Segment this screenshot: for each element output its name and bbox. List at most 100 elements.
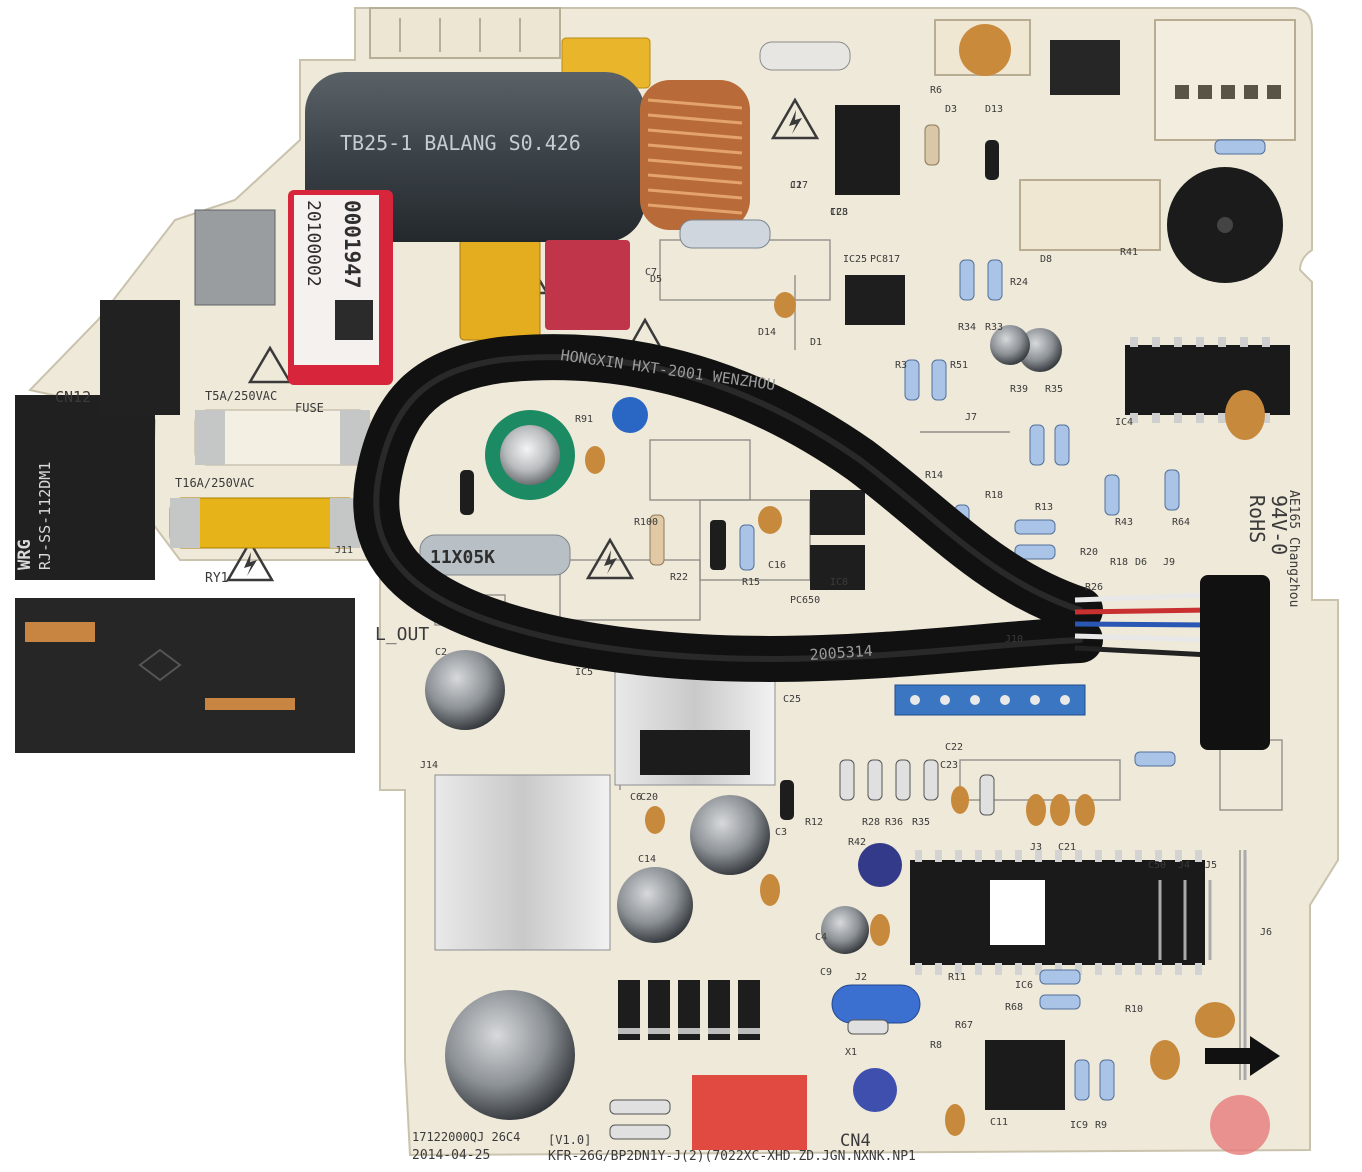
power-resistor-2 (679, 219, 771, 249)
serial-label: 17122000QJ 26C4 (412, 1130, 520, 1144)
fuse1-label: T5A/250VAC (205, 389, 277, 403)
ref-designator: R26 (1085, 582, 1103, 593)
date-code: 2014-04-25 (412, 1148, 490, 1163)
ref-designator: C3 (775, 827, 787, 838)
ref-designator: J5 (1205, 860, 1217, 871)
electrolytic-capacitor (617, 867, 693, 943)
ir-sensor (1050, 40, 1120, 95)
ref-designator: R3 (895, 360, 907, 371)
ref-designator: C22 (945, 742, 963, 753)
ref-designator: J9 (1163, 557, 1175, 568)
resistor-code: 11X05K (430, 547, 495, 568)
relay-model: RJ-SS-112DM1 (36, 462, 54, 570)
electrolytic-capacitor (690, 795, 770, 875)
ref-designator: R11 (948, 972, 966, 983)
ref-designator: D6 (1135, 557, 1147, 568)
electrolytic-capacitor (425, 650, 505, 730)
connector-top-left (369, 7, 561, 59)
ref-designator: R51 (950, 360, 968, 371)
ref-designator: C27 (790, 180, 808, 191)
ref-designator: R6 (930, 85, 942, 96)
ref-designator: J2 (855, 972, 867, 983)
ic8-top (810, 490, 865, 535)
red-component-bottom (692, 1075, 807, 1150)
ref-designator: C9 (820, 967, 832, 978)
relay-wrg: WRG RJ-SS-112DM1 (15, 395, 155, 580)
crystal-oscillator (831, 984, 921, 1024)
connector-cn12 (100, 300, 180, 415)
ic6-microcontroller (910, 860, 1205, 965)
ref-designator: R12 (805, 817, 823, 828)
ref-designator: C14 (638, 854, 656, 865)
ic8-bottom (810, 545, 865, 590)
rohs-label: RoHS (1245, 495, 1269, 543)
ref-designator: J14 (420, 760, 438, 771)
connector-mid-right (1019, 179, 1161, 251)
electrolytic-capacitor (990, 325, 1030, 365)
ref-designator: D5 (650, 274, 662, 285)
ref-designator: R42 (848, 837, 866, 848)
red-capacitor: 0001947 20100002 (288, 190, 393, 385)
buzzer (1167, 167, 1283, 283)
ic9 (985, 1040, 1065, 1110)
ref-designator: R68 (1005, 1002, 1023, 1013)
inspection-mark (1210, 1095, 1270, 1155)
ref-designator: R34 (958, 322, 976, 333)
regulator (640, 730, 750, 775)
blue-capacitor (612, 397, 648, 433)
ceramic-capacitors (585, 292, 1265, 1136)
fuse-1 (194, 409, 371, 466)
ref-designator: R100 (634, 517, 658, 528)
ref-designator: C4 (815, 932, 827, 943)
ref-designator: R91 (575, 414, 593, 425)
cable-code: 2005314 (809, 642, 873, 664)
power-terminal (15, 598, 355, 753)
ref-designator: D13 (985, 104, 1003, 115)
ref-designator: D8 (1040, 254, 1052, 265)
flammability-label: 94V-0 (1267, 495, 1291, 555)
ref-designator: R67 (955, 1020, 973, 1031)
power-resistor-grey (419, 534, 571, 576)
ref-designator: X1 (845, 1047, 857, 1058)
ref-designator: R35 (912, 817, 930, 828)
ref-designator: J4 (1178, 860, 1190, 871)
ref-designator: R15 (742, 577, 760, 588)
ref-designator: D14 (758, 327, 776, 338)
ref-designator: R35 (1045, 384, 1063, 395)
ref-designator: C2 (435, 647, 447, 658)
ref-designator: C50 (1148, 860, 1166, 871)
ref-designator: IC3 (830, 207, 848, 218)
power-resistor-top (759, 41, 851, 71)
ic4 (1125, 345, 1290, 415)
maker-label: AE165 Changzhou (1286, 490, 1301, 607)
ref-designator: C20 (640, 792, 658, 803)
ref-designator: R33 (985, 322, 1003, 333)
ref-designator: R39 (1010, 384, 1028, 395)
electrolytic-capacitor-big (445, 990, 575, 1120)
harness-connector (1200, 575, 1270, 750)
ref-designator: C6 (630, 792, 642, 803)
fuse-tag: FUSE (295, 401, 324, 415)
ref-designator: IC5 (575, 667, 593, 678)
version-label: [V1.0] (548, 1133, 591, 1147)
ic6-label (990, 880, 1045, 945)
metal-clip (194, 209, 276, 306)
ref-designator: R22 (670, 572, 688, 583)
ref-designator: IC9 (1070, 1120, 1088, 1131)
ref-designator: J1 (790, 180, 802, 191)
ref-designator: C21 (1058, 842, 1076, 853)
connector-wires (1074, 592, 1211, 658)
ic3 (835, 105, 900, 195)
ref-designator: C11 (990, 1117, 1008, 1128)
inductor-coil (640, 80, 750, 230)
fuse-2 (169, 497, 361, 549)
ref-designator: PC817 (870, 254, 900, 265)
ref-designator: J11 (335, 545, 353, 556)
ref-designator: J3 (1030, 842, 1042, 853)
l-out-label: L_OUT (375, 624, 429, 645)
ref-designator: C25 (783, 694, 801, 705)
ref-designator: C23 (940, 760, 958, 771)
ref-designator: IC8 (830, 577, 848, 588)
electrolytic-capacitor (853, 1068, 897, 1112)
